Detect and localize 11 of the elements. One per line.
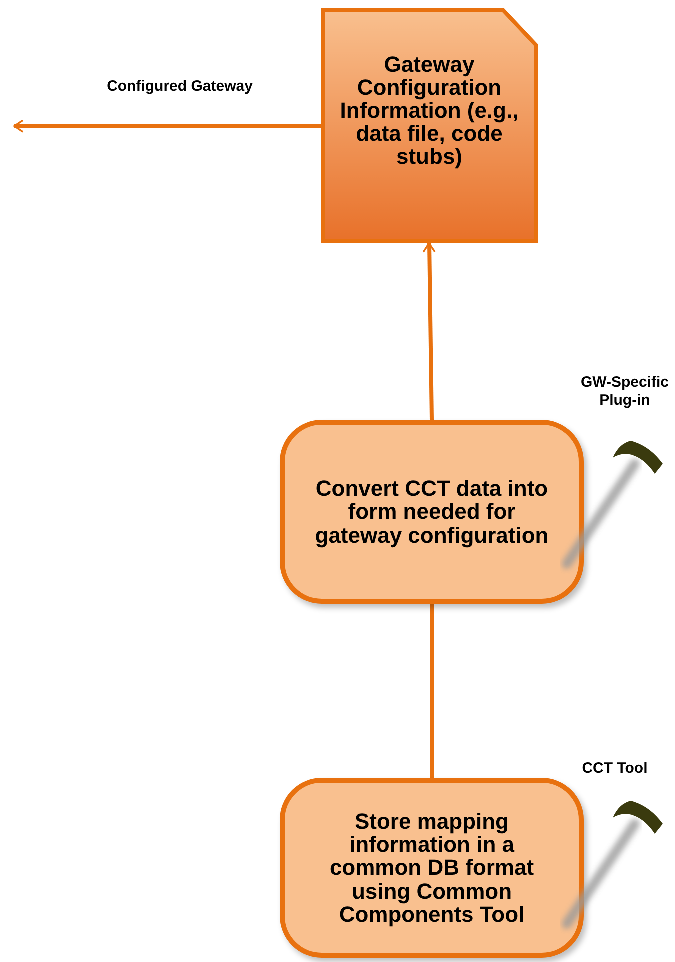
tool-label: CCT Tool (581, 760, 649, 778)
node-text: Gateway Configuration Information (e.g., data file, code stubs) (339, 52, 520, 168)
arrow (422, 242, 436, 420)
node-text: Convert CCT data into form needed for gateway configuration (314, 477, 550, 547)
arrow (14, 120, 321, 133)
process-box (280, 420, 584, 604)
document-box (321, 8, 538, 243)
process-box (280, 778, 584, 958)
edge-label: Configured Gateway (106, 78, 254, 96)
tool-label: GW-Specific Plug-in (580, 374, 670, 410)
node-text: Store mapping information in a common DB format using Common Components Tool (328, 810, 536, 926)
